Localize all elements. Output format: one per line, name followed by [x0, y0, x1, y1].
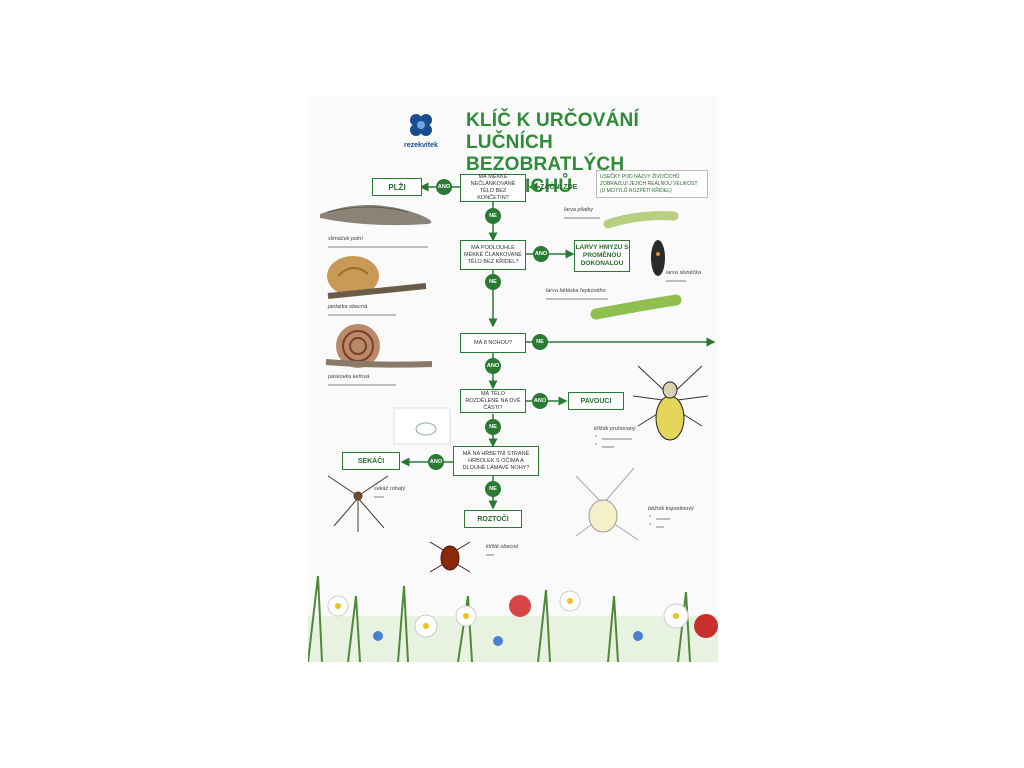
- mite-sketch-illustration: [393, 407, 451, 445]
- result-larvy: LARVY HMYZU S PROMĚNOU DOKONALOU: [574, 240, 630, 272]
- question-1: MÁ MĚKKÉ NEČLÁNKOVANÉ TĚLO BEZ KONČETIN?: [460, 174, 526, 202]
- question-3: MÁ 8 NOHOU?: [460, 333, 526, 353]
- result-sekaci: SEKÁČI: [342, 452, 400, 470]
- species-jantarka: jantarka obecná: [328, 304, 368, 310]
- larva-pilatky-illustration: [603, 211, 679, 229]
- answer-yes-q5: ANO: [428, 454, 444, 470]
- question-4: MÁ TĚLO ROZDĚLENÉ NA DVĚ ČÁSTI?: [460, 389, 526, 413]
- size-bar-krizak-male: [602, 446, 614, 448]
- flowchart-canvas: [308, 114, 718, 662]
- size-bar-beznik-female: [656, 518, 670, 520]
- beznik-male-symbol: ♂: [648, 522, 653, 528]
- size-bar-larva-slunecka: [666, 280, 686, 282]
- start-label: ZAČNI ZDE: [540, 184, 578, 191]
- result-roztoci: ROZTOČI: [464, 510, 522, 528]
- answer-no-q3: NE: [532, 334, 548, 350]
- krizak-illustration: [632, 365, 709, 441]
- krizak-male-symbol: ♂: [594, 442, 599, 448]
- krizak-female-symbol: ♀: [594, 434, 599, 440]
- species-krizak: křižák pruhovaný: [594, 426, 636, 432]
- answer-yes-q4: ANO: [532, 393, 548, 409]
- size-bar-krizak-female: [602, 438, 632, 440]
- rezekvitek-logo: [410, 114, 432, 136]
- beznik-female-symbol: ♀: [648, 514, 653, 520]
- answer-no-q4: NE: [485, 419, 501, 435]
- logo-text: rezekvítek: [404, 142, 438, 149]
- species-sekac: sekáč rohatý: [374, 486, 406, 492]
- size-bar-kliste: [486, 554, 494, 556]
- paskovka-illustration: [325, 324, 433, 368]
- species-kliste: klíště obecné: [486, 544, 519, 550]
- larva-belasky-illustration: [590, 294, 682, 320]
- question-5: MÁ NA HŘBETNÍ STRANĚ HRBOLEK S OČIMA A D…: [453, 446, 539, 476]
- sekac-illustration: [327, 475, 389, 532]
- answer-yes-q3: ANO: [485, 358, 501, 374]
- title-line-1: KLÍČ K URČOVÁNÍ LUČNÍCH: [466, 110, 639, 153]
- size-note: USEČKY POD NÁZVY ŽIVOČICHŮ ZOBRAZUJÍ JEJ…: [596, 170, 708, 198]
- species-paskovka: páskovka keřová: [328, 374, 370, 380]
- size-bar-jantarka: [328, 314, 396, 316]
- jantarka-illustration: [327, 256, 427, 299]
- kliste-illustration: [429, 541, 471, 573]
- meadow-flowers-illustration: [308, 575, 718, 662]
- species-slimacek: slimáček polní: [328, 236, 363, 242]
- answer-no-q2: NE: [485, 274, 501, 290]
- species-larva-pilatky: larva pilatky: [564, 207, 594, 213]
- size-bar-paskovka: [328, 384, 396, 386]
- slimacek-illustration: [320, 205, 432, 226]
- result-pavouci: PAVOUCI: [568, 392, 624, 410]
- species-beznik: běžník kopretinový: [648, 506, 694, 512]
- size-bar-slimacek: [328, 246, 428, 248]
- question-2: MÁ PODLOUHLÉ MĚKKÉ ČLÁNKOVANÉ TĚLO BEZ K…: [460, 240, 526, 270]
- answer-no-q1: NE: [485, 208, 501, 224]
- poster: KLÍČ K URČOVÁNÍ LUČNÍCH BEZOBRATLÝCH ŽIV…: [308, 96, 718, 662]
- answer-yes-q2: ANO: [533, 246, 549, 262]
- species-larva-slunecka: larva slunéčka: [666, 270, 702, 276]
- answer-no-q5: NE: [485, 481, 501, 497]
- result-plzi: PLŽI: [372, 178, 422, 196]
- size-bar-sekac: [374, 496, 384, 498]
- flow-connectors: [400, 182, 716, 510]
- species-larva-belasky: larva běláska řepkového: [546, 288, 606, 294]
- answer-yes-q1: ANO: [436, 179, 452, 195]
- larva-slunecka-illustration: [651, 240, 665, 276]
- beznik-illustration: [575, 467, 639, 541]
- size-bar-larva-belasky: [546, 298, 608, 300]
- size-bar-beznik-male: [656, 526, 664, 528]
- size-bar-larva-pilatky: [564, 217, 600, 219]
